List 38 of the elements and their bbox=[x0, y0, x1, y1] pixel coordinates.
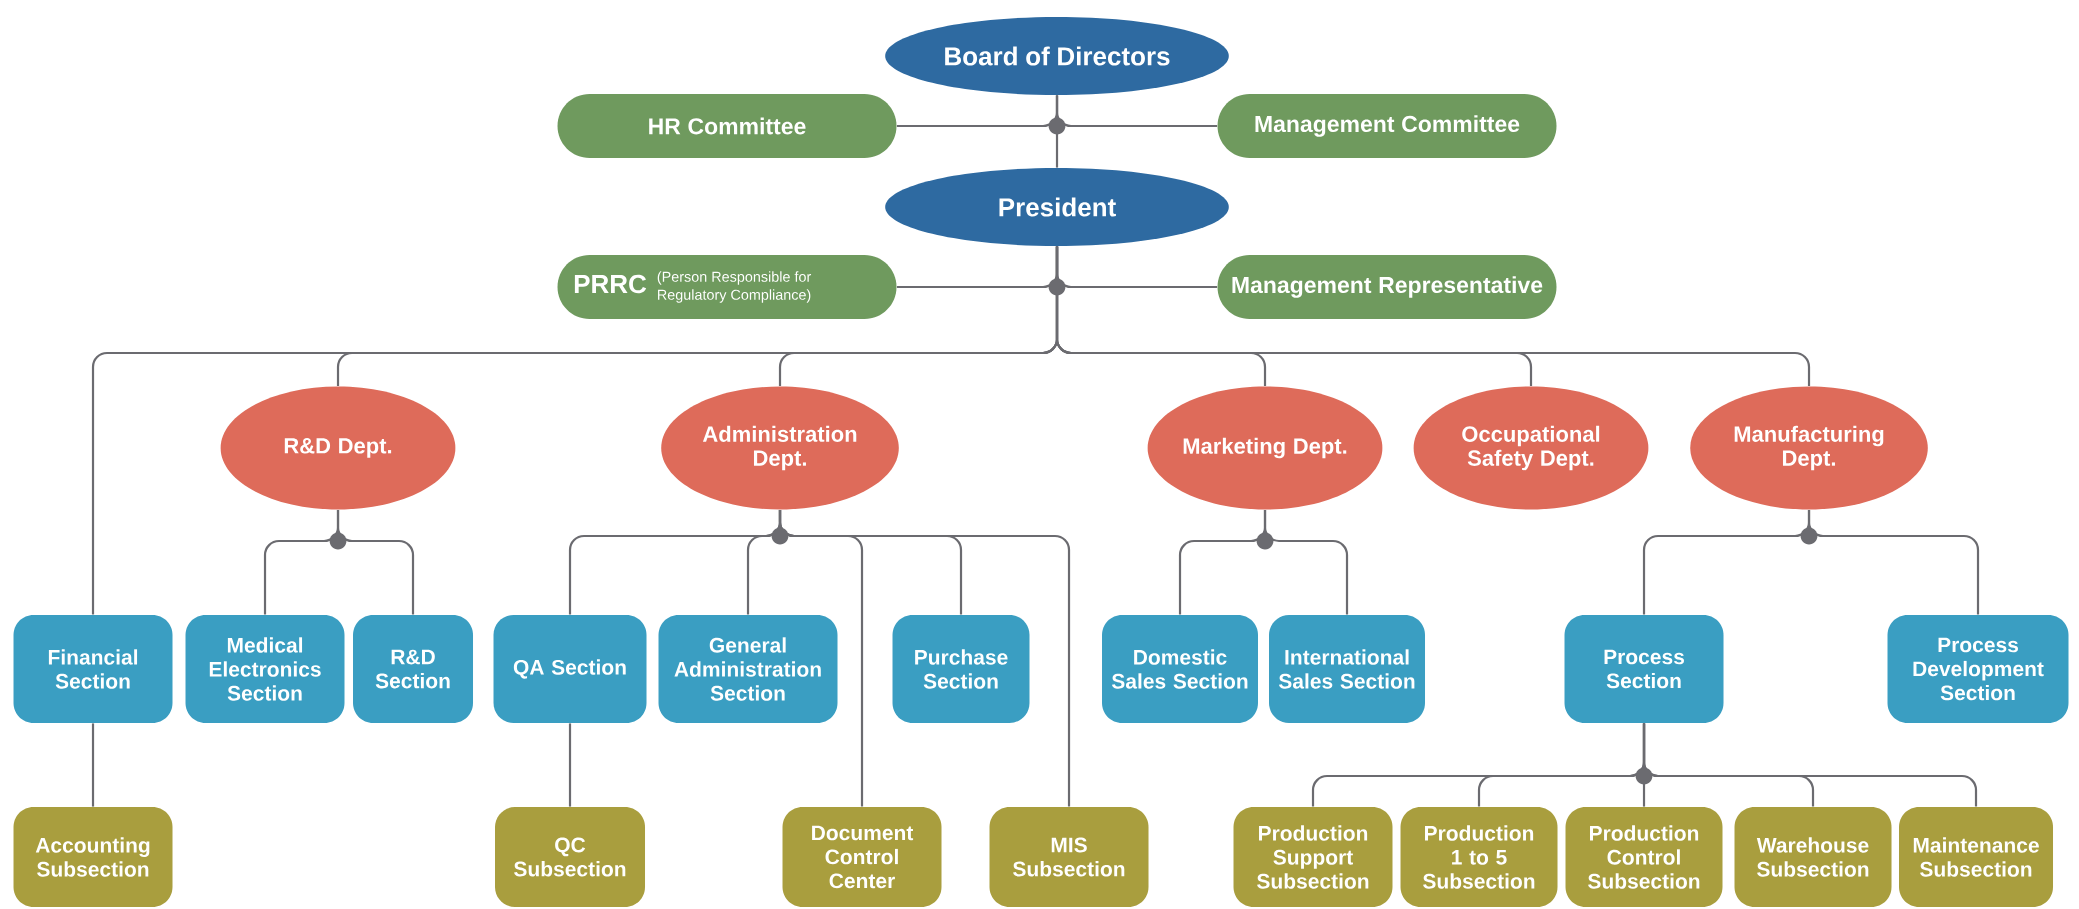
subsection-box: Production 1 to 5 Subsection bbox=[1400, 807, 1558, 907]
connector bbox=[1055, 246, 1811, 387]
subsection-box: Production Control Subsection bbox=[1565, 807, 1723, 907]
committee-box: Management Committee bbox=[1217, 94, 1557, 158]
connector bbox=[568, 723, 572, 807]
section-box: R&D Section bbox=[353, 615, 473, 723]
connector bbox=[91, 723, 95, 807]
connector bbox=[1642, 723, 1978, 807]
section-box: Purchase Section bbox=[892, 615, 1030, 723]
oval-node: Marketing Dept. bbox=[1147, 386, 1383, 510]
section-box: Process Section bbox=[1564, 615, 1724, 723]
subsection-box: Maintenance Subsection bbox=[1899, 807, 2053, 907]
subsection-box: Warehouse Subsection bbox=[1734, 807, 1892, 907]
subsection-box: Document Control Center bbox=[782, 807, 942, 907]
oval-node: Board of Directors bbox=[885, 17, 1229, 95]
committee-box: Management Representative bbox=[1217, 255, 1557, 319]
subsection-box: Production Support Subsection bbox=[1233, 807, 1393, 907]
connector bbox=[336, 509, 415, 615]
committee-box: HR Committee bbox=[557, 94, 897, 158]
connector bbox=[1263, 509, 1349, 615]
section-box: Medical Electronics Section bbox=[185, 615, 345, 723]
oval-node: Occupational Safety Dept. bbox=[1413, 386, 1649, 510]
connector bbox=[1055, 95, 1059, 168]
subsection-box: QC Subsection bbox=[495, 807, 645, 907]
section-box: QA Section bbox=[493, 615, 647, 723]
subsection-box: Accounting Subsection bbox=[13, 807, 173, 907]
oval-node: President bbox=[885, 168, 1229, 246]
section-box: International Sales Section bbox=[1269, 615, 1425, 723]
connector bbox=[1807, 509, 1980, 615]
oval-node: R&D Dept. bbox=[220, 386, 456, 510]
connector bbox=[778, 509, 1071, 807]
oval-node: Administration Dept. bbox=[661, 386, 899, 510]
section-box: Financial Section bbox=[13, 615, 173, 723]
section-box: General Administration Section bbox=[658, 615, 838, 723]
section-box: Process Development Section bbox=[1887, 615, 2069, 723]
oval-node: Manufacturing Dept. bbox=[1690, 386, 1928, 510]
section-box: Domestic Sales Section bbox=[1102, 615, 1258, 723]
subsection-box: MIS Subsection bbox=[989, 807, 1149, 907]
